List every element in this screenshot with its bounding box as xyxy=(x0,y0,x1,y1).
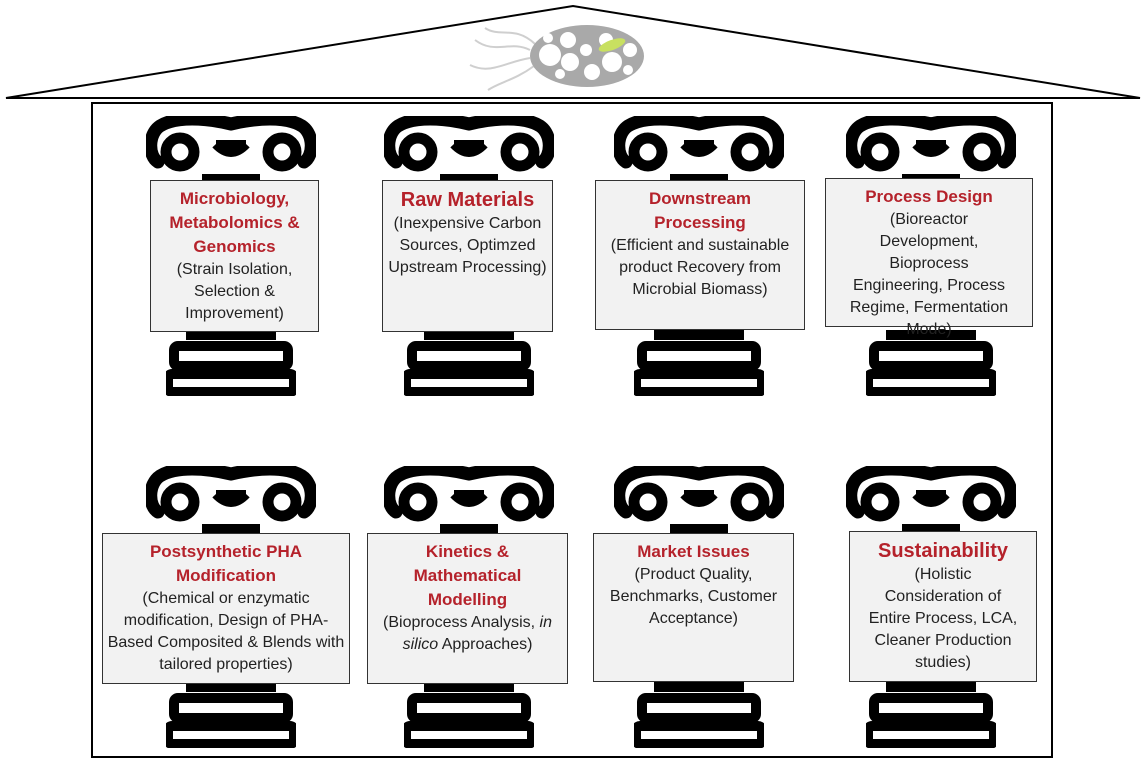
pillar-box-postsynthetic-modification: Postsynthetic PHA Modification (Chemical… xyxy=(102,533,350,684)
pillar-title: Downstream Processing xyxy=(648,189,752,232)
column-capital xyxy=(146,116,316,186)
column-capital xyxy=(384,116,554,186)
pillar-box-microbiology: Microbiology, Metabolomics & Genomics (S… xyxy=(150,180,319,332)
column-capital xyxy=(146,466,316,536)
pillar-description: (Inexpensive Carbon Sources, Optimzed Up… xyxy=(388,215,547,276)
column-capital xyxy=(384,466,554,536)
pillar-box-market-issues: Market Issues (Product Quality, Benchmar… xyxy=(593,533,794,682)
column-base xyxy=(634,330,764,396)
pillar-description: (Bioprocess Analysis, in silico Approach… xyxy=(372,612,563,656)
column-base xyxy=(404,330,534,396)
pillar-description: (Chemical or enzymatic modification, Des… xyxy=(107,590,345,673)
pillar-title: Raw Materials xyxy=(400,189,535,211)
pillar-title: Kinetics & Mathematical Modelling xyxy=(413,542,522,609)
pillar-box-raw-materials: Raw Materials (Inexpensive Carbon Source… xyxy=(382,180,553,332)
column-base xyxy=(404,682,534,748)
pillar-box-process-design: Process Design (Bioreactor Development, … xyxy=(825,178,1033,338)
column-base xyxy=(634,682,764,748)
column-base xyxy=(866,330,996,396)
pillar-description-part: Approaches) xyxy=(438,636,533,653)
roof xyxy=(5,4,1141,99)
pillar-title: Process Design xyxy=(865,187,993,206)
house-frame xyxy=(91,102,1053,758)
pillar-title: Sustainability xyxy=(877,540,1009,562)
microbial-cell-with-pha-granules-icon xyxy=(469,25,644,91)
column-base xyxy=(866,682,996,748)
pillar-title: Microbiology, Metabolomics & Genomics xyxy=(169,189,300,256)
pillar-title: Postsynthetic PHA Modification xyxy=(149,542,303,585)
pillar-box-downstream-processing: Downstream Processing (Efficient and sus… xyxy=(595,180,805,330)
column-base xyxy=(166,682,296,748)
pillar-description-italic: in silico xyxy=(402,614,552,653)
column-capital xyxy=(614,116,784,186)
pillar-description: (Product Quality, Benchmarks, Customer A… xyxy=(609,566,778,627)
column-capital xyxy=(846,466,1016,536)
pillar-description: (Holistic Consideration of Entire Proces… xyxy=(868,566,1018,671)
pillar-description: (Efficient and sustainable product Recov… xyxy=(610,237,790,298)
column-base xyxy=(166,330,296,396)
pillar-box-sustainability: Sustainability (Holistic Consideration o… xyxy=(849,531,1037,682)
pillar-description-part: (Bioprocess Analysis, xyxy=(383,614,540,631)
pillar-box-kinetics-modelling: Kinetics & Mathematical Modelling (Biopr… xyxy=(367,533,568,684)
pillar-title: Market Issues xyxy=(637,542,750,561)
column-capital xyxy=(846,116,1016,186)
pillar-description: (Bioreactor Development, Bioprocess Engi… xyxy=(849,211,1009,338)
pillar-description: (Strain Isolation, Selection & Improveme… xyxy=(176,261,293,322)
column-capital xyxy=(614,466,784,536)
